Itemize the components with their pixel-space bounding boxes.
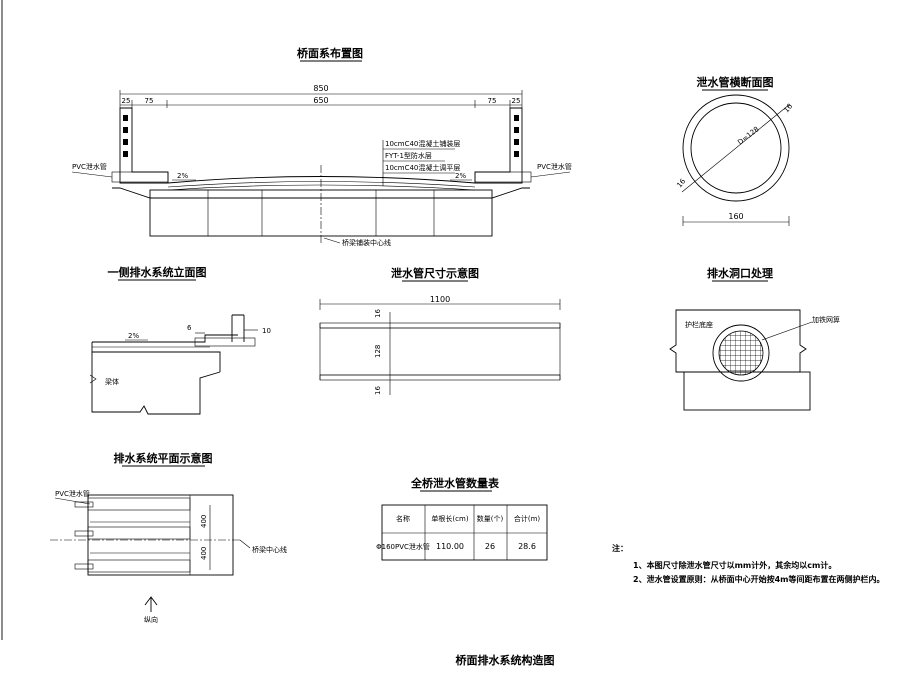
north-arrow-icon — [144, 596, 158, 612]
plan-spacing-a: 400 — [200, 515, 208, 528]
layer-2: FYT-1型防水层 — [385, 151, 432, 160]
pipe-right-label: PVC泄水管 — [537, 162, 572, 171]
elevation-girder-label: 梁体 — [105, 377, 119, 386]
pipe-wall-top: 16 — [374, 309, 382, 318]
pipe-size-diagram: 泄水管尺寸示意图 1100 16 128 16 — [319, 266, 561, 395]
slope-left: 2% — [177, 172, 188, 180]
dim-total: 850 — [313, 84, 328, 93]
elevation-dim-b: 10 — [262, 327, 271, 335]
pipe-length: 1100 — [430, 295, 450, 304]
outlet-label-left: 护栏底座 — [685, 320, 713, 329]
table-cell-name: Φ160PVC泄水管 — [376, 542, 430, 551]
bridge-deck-layout: 桥面系布置图 850 25 75 650 75 25 PVC泄水 — [71, 46, 572, 247]
note-2: 2、泄水管设置原则：从桥面中心开始按4m等间距布置在两侧护栏内。 — [633, 574, 884, 584]
layer-1: 10cmC40混凝土铺装层 — [385, 139, 460, 148]
plan-pipe-label: PVC泄水管 — [55, 489, 90, 498]
note-1: 1、本图尺寸除泄水管尺寸以mm计外，其余均以cm计。 — [633, 560, 836, 570]
dim-side-left: 25 — [122, 97, 131, 105]
pipe-cross-section: 泄水管横断面图 D=128 16 16 160 — [675, 75, 795, 226]
table-title: 全桥泄水管数量表 — [410, 476, 500, 490]
outlet-title: 排水洞口处理 — [707, 266, 773, 280]
wall-a: 16 — [675, 177, 687, 189]
outlet-label-right: 加铁网箅 — [812, 315, 840, 324]
sheet-title: 桥面排水系统构造图 — [456, 653, 555, 667]
table-header-2: 数量(个) — [477, 514, 504, 523]
notes-heading: 注： — [612, 543, 628, 553]
quantity-table: 全桥泄水管数量表 名称 单根长(cm) 数量(个) 合计(m) Φ160PVC泄… — [376, 476, 548, 561]
pipe-inner: 128 — [374, 345, 382, 358]
outer-diameter: 160 — [728, 212, 743, 221]
dim-curb-left: 75 — [145, 97, 154, 105]
side-elevation: 一侧排水系统立面图 2% 6 10 梁体 — [89, 265, 271, 415]
dim-inner: 650 — [313, 96, 328, 105]
table-cell-total: 28.6 — [518, 542, 536, 551]
plan-centerline: 桥梁中心线 — [252, 545, 287, 554]
elevation-slope: 2% — [128, 332, 139, 340]
elevation-dim-a: 6 — [187, 324, 192, 332]
cross-section-title: 泄水管横断面图 — [697, 75, 774, 89]
dim-side-right: 25 — [512, 97, 521, 105]
outlet-treatment: 排水洞口处理 护栏底座 加铁网箅 — [669, 266, 840, 411]
elevation-title: 一侧排水系统立面图 — [108, 265, 207, 279]
plan-spacing-b: 400 — [200, 547, 208, 560]
table-header-0: 名称 — [396, 514, 410, 523]
wall-b: 16 — [782, 102, 794, 114]
layer-3: 10cmC40混凝土调平层 — [385, 163, 460, 172]
pipe-left-label: PVC泄水管 — [72, 162, 107, 171]
table-header-1: 单根长(cm) — [431, 514, 468, 523]
notes: 注： 1、本图尺寸除泄水管尺寸以mm计外，其余均以cm计。 2、泄水管设置原则：… — [612, 543, 884, 584]
plan-title: 排水系统平面示意图 — [114, 451, 213, 465]
table-header-3: 合计(m) — [514, 514, 541, 523]
deck-centerline: 桥梁铺装中心线 — [342, 238, 391, 247]
plan-direction: 纵向 — [144, 615, 158, 624]
dim-curb-right: 75 — [488, 97, 497, 105]
table-cell-count: 26 — [485, 542, 495, 551]
drainage-plan: 排水系统平面示意图 PVC泄水管 400 400 桥梁中心线 纵向 — [50, 451, 287, 624]
pipe-wall-bottom: 16 — [374, 386, 382, 395]
pipe-size-title: 泄水管尺寸示意图 — [391, 266, 479, 280]
slope-right: 2% — [455, 172, 466, 180]
table-cell-length: 110.00 — [436, 542, 464, 551]
layout-title: 桥面系布置图 — [297, 46, 363, 60]
